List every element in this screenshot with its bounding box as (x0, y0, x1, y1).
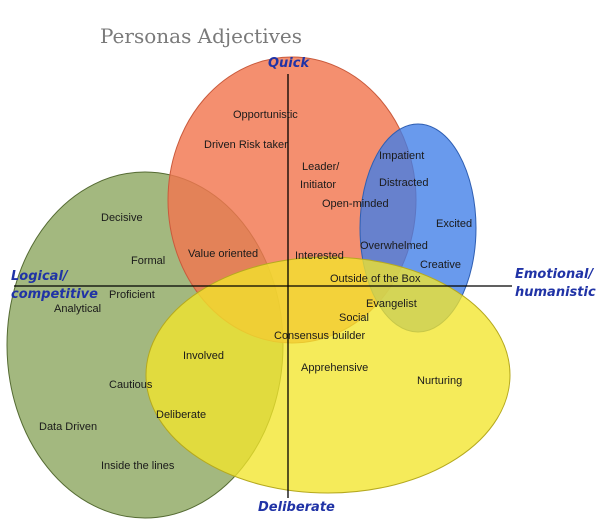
word-value-oriented: Value oriented (188, 248, 259, 260)
word-involved: Involved (183, 350, 224, 362)
word-open-minded: Open-minded (322, 198, 389, 210)
word-analytical: Analytical (54, 303, 102, 315)
axis-label-emotional: Emotional/ (515, 267, 594, 282)
word-driven-risk-taker: Driven Risk taker (204, 139, 288, 151)
word-social: Social (339, 312, 369, 324)
word-proficient: Proficient (109, 289, 155, 301)
word-data-driven: Data Driven (39, 421, 98, 433)
word-initiator: Initiator (300, 179, 337, 191)
word-interested: Interested (295, 250, 344, 262)
deliberate-ellipse (145, 256, 511, 494)
axis-label-quick: Quick (268, 56, 310, 71)
word-apprehensive: Apprehensive (301, 362, 369, 374)
word-distracted: Distracted (379, 177, 429, 189)
word-decisive: Decisive (101, 212, 143, 224)
word-formal: Formal (131, 255, 166, 267)
axis-label-humanistic: humanistic (515, 285, 596, 300)
word-nurturing: Nurturing (417, 375, 463, 387)
diagram-title: Personas Adjectives (100, 24, 303, 48)
word-excited: Excited (436, 218, 473, 230)
word-impatient: Impatient (379, 150, 425, 162)
word-outside-of-the-box: Outside of the Box (330, 273, 421, 285)
word-leader: Leader/ (302, 161, 340, 173)
word-deliberate: Deliberate (156, 409, 207, 421)
axis-label-deliberate: Deliberate (258, 500, 335, 515)
word-evangelist: Evangelist (366, 298, 417, 310)
word-overwhelmed: Overwhelmed (360, 240, 428, 252)
axis-label-competitive: competitive (11, 287, 98, 302)
word-inside-the-lines: Inside the lines (101, 460, 175, 472)
word-consensus-builder: Consensus builder (274, 330, 366, 342)
word-opportunistic: Opportunistic (233, 109, 298, 121)
word-cautious: Cautious (109, 379, 153, 391)
word-creative: Creative (420, 259, 461, 271)
axis-label-logical: Logical/ (11, 269, 68, 284)
